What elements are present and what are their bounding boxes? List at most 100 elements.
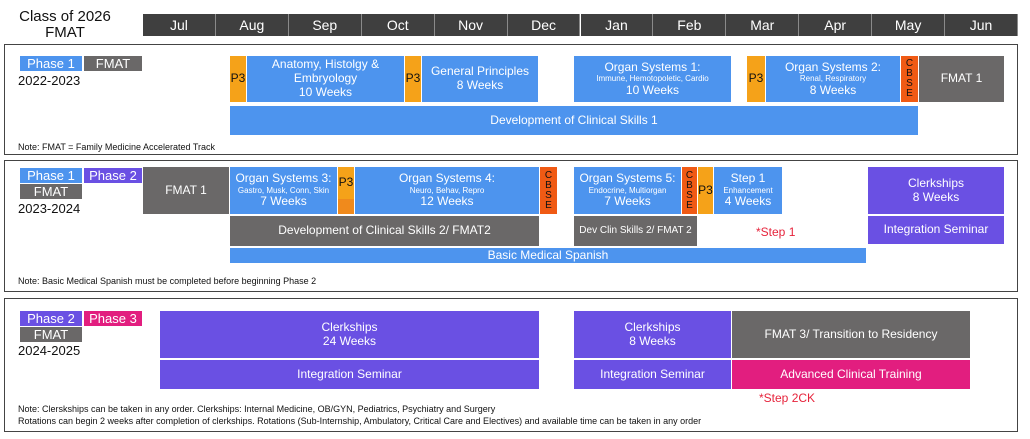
block-label: Organ Systems 3: (235, 171, 332, 186)
block-label: Organ Systems 1: (604, 59, 701, 74)
organ-systems-1-block: Organ Systems 1: Immune, Hemotopoletic, … (574, 56, 731, 102)
p3-block-lower (338, 199, 354, 214)
cbse-letter: E (906, 88, 913, 99)
clerkships-24-block: Clerkships 24 Weeks (160, 311, 539, 358)
cbse-block: C B S E (901, 56, 918, 102)
step1-marker: *Step 1 (756, 225, 796, 239)
anatomy-block: Anatomy, Histolgy & Embryology 10 Weeks (247, 56, 404, 102)
block-weeks: 24 Weeks (322, 333, 377, 348)
dcs1-block: Development of Clinical Skills 1 (230, 106, 918, 135)
block-weeks: 8 Weeks (809, 82, 857, 97)
chart-title: Class of 2026 FMAT (6, 9, 124, 41)
block-label: General Principles (430, 64, 530, 79)
block-sublabel: Gastro, Musk, Conn, Skin (237, 185, 330, 195)
note-rotations: Rotations can begin 2 weeks after comple… (18, 416, 702, 426)
month-aug: Aug (215, 14, 289, 36)
phase2-tag: Phase 2 (20, 311, 82, 326)
fmat1-block: FMAT 1 (143, 167, 229, 214)
p3-block: P3 (698, 167, 713, 214)
cbse-letter: B (545, 179, 552, 191)
organ-systems-5-block: Organ Systems 5: Endocrine, Multiorgan 7… (574, 167, 681, 214)
month-sep: Sep (288, 14, 362, 36)
cbse-block: C B S E (540, 167, 557, 214)
month-oct: Oct (361, 14, 435, 36)
panel-2022-2023 (4, 44, 1018, 155)
month-jun: Jun (945, 14, 1018, 36)
month-feb: Feb (653, 14, 727, 36)
panel-2023-2024 (4, 160, 1018, 292)
fmat-tag: FMAT (20, 327, 82, 342)
block-label: Anatomy, Histolgy & (271, 57, 380, 72)
fmat1-block: FMAT 1 (919, 56, 1004, 102)
p3-block: P3 (747, 56, 765, 102)
block-sublabel: Renal, Respiratory (799, 74, 867, 84)
block-label: Organ Systems 2: (784, 59, 882, 74)
phase3-tag: Phase 3 (84, 311, 142, 326)
block-label: Clerkships (624, 319, 681, 334)
block-label: Embryology (293, 71, 358, 86)
block-weeks: 7 Weeks (604, 194, 651, 209)
month-may: May (872, 14, 946, 36)
dcs2-block: Development of Clinical Skills 2/ FMAT2 (230, 216, 539, 246)
cbse-letter: E (686, 199, 693, 211)
year-label: 2023-2024 (18, 201, 81, 216)
month-mar: Mar (726, 14, 800, 36)
advanced-clinical-training-block: Advanced Clinical Training (732, 360, 970, 389)
block-weeks: 10 Weeks (625, 82, 680, 97)
organ-systems-3-block: Organ Systems 3: Gastro, Musk, Conn, Ski… (230, 167, 337, 214)
fmat3-block: FMAT 3/ Transition to Residency (732, 311, 970, 358)
clerkships-block: Clerkships 8 Weeks (868, 167, 1004, 214)
title-line1: Class of 2026 (19, 8, 111, 25)
month-apr: Apr (799, 14, 873, 36)
cbse-letter: C (544, 169, 553, 181)
block-weeks: 4 Weeks (724, 194, 772, 209)
block-label: Clerkships (321, 319, 378, 334)
block-weeks: 10 Weeks (298, 84, 353, 99)
note-spanish: Note: Basic Medical Spanish must be comp… (18, 276, 317, 286)
cbse-letter: B (906, 68, 913, 79)
p3-block: P3 (405, 56, 421, 102)
block-sublabel: Immune, Hemotopoletic, Cardio (596, 74, 709, 84)
block-label: Organ Systems 5: (579, 171, 676, 186)
fmat-tag: FMAT (84, 56, 142, 71)
phase2-tag: Phase 2 (84, 168, 142, 183)
cbse-letter: B (686, 179, 693, 191)
month-jul: Jul (143, 14, 216, 36)
dev-clin-skills-block: Dev Clin Skills 2/ FMAT 2 (574, 216, 697, 246)
block-weeks: 12 Weeks (420, 194, 474, 209)
block-label: Clerkships (907, 175, 964, 190)
panel-2024-2025 (4, 298, 1018, 432)
cbse-block: C B S E (682, 167, 697, 214)
cbse-letter: S (545, 189, 552, 201)
basic-medical-spanish-block: Basic Medical Spanish (230, 248, 866, 263)
month-dec: Dec (507, 14, 581, 36)
general-principles-block: General Principles 8 Weeks (422, 56, 538, 102)
block-sublabel: Neuro, Behav, Repro (409, 185, 485, 195)
block-label: Step 1 (730, 171, 766, 186)
cbse-letter: C (685, 169, 694, 181)
integration-seminar-block: Integration Seminar (868, 216, 1004, 244)
phase1-tag: Phase 1 (20, 168, 82, 183)
note-fmat: Note: FMAT = Family Medicine Accelerated… (18, 142, 215, 152)
integration-seminar-block: Integration Seminar (574, 360, 731, 389)
fmat-tag: FMAT (20, 184, 82, 199)
organ-systems-2-block: Organ Systems 2: Renal, Respiratory 8 We… (766, 56, 900, 102)
block-sublabel: Endocrine, Multiorgan (588, 185, 667, 195)
clerkships-8-block: Clerkships 8 Weeks (574, 311, 731, 358)
month-jan: Jan (580, 14, 654, 36)
block-label: Organ Systems 4: (398, 171, 496, 186)
block-sublabel: Enhancement (723, 185, 773, 195)
year-label: 2024-2025 (18, 343, 81, 358)
p3-block: P3 (230, 56, 246, 102)
cbse-letter: S (686, 189, 693, 201)
block-weeks: 8 Weeks (629, 333, 676, 348)
phase1-tag: Phase 1 (20, 56, 82, 71)
block-weeks: 7 Weeks (260, 194, 307, 209)
step2ck-marker: *Step 2CK (759, 391, 816, 405)
integration-seminar-block: Integration Seminar (160, 360, 539, 389)
cbse-letter: S (906, 78, 913, 89)
cbse-letter: C (905, 58, 914, 69)
step1-enhancement-block: Step 1 Enhancement 4 Weeks (714, 167, 782, 214)
block-weeks: 8 Weeks (456, 78, 504, 92)
month-nov: Nov (434, 14, 508, 36)
